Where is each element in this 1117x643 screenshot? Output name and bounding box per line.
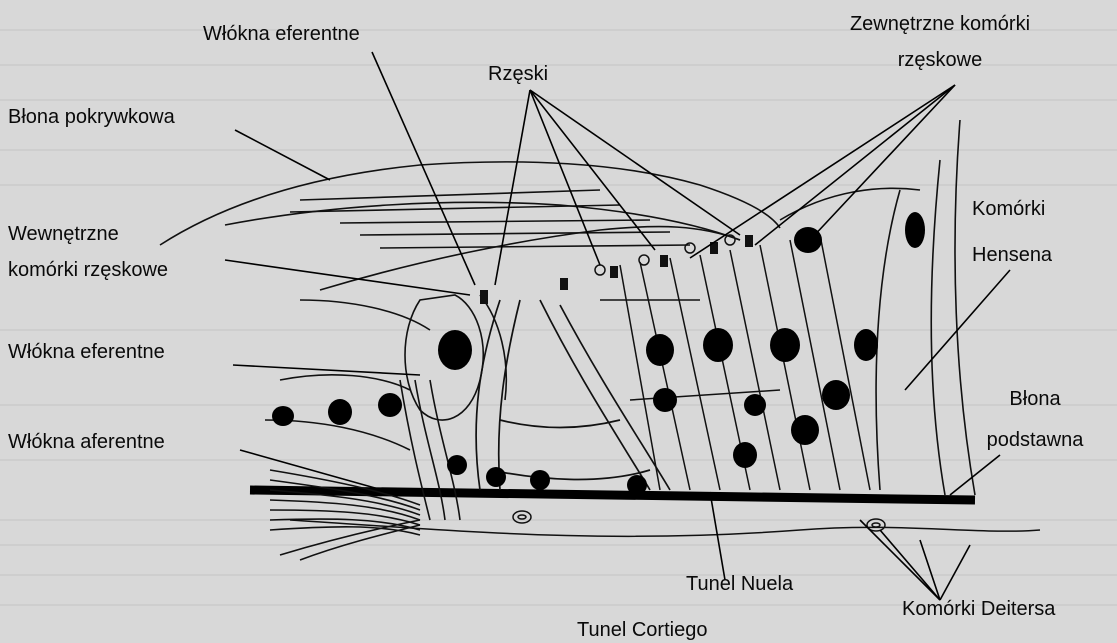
label-rzeski: Rzęski xyxy=(488,62,548,86)
label-zewnetrzne-line2: rzęskowe xyxy=(820,48,1060,72)
lower-membrane-line xyxy=(290,520,1040,536)
afferent-fibres xyxy=(270,380,460,560)
label-tunel-cortiego: Tunel Cortiego xyxy=(577,618,707,642)
label-tunel-nuela: Tunel Nuela xyxy=(686,572,793,596)
label-blona-pokrywkowa: Błona pokrywkowa xyxy=(8,105,175,129)
leader-lines xyxy=(225,52,1010,600)
basilar-membrane xyxy=(250,490,975,500)
label-blona: Błona xyxy=(960,387,1110,411)
cell-nuclei xyxy=(272,212,925,495)
label-wlokna-eferentne-top: Włókna eferentne xyxy=(203,22,360,46)
label-wlokna-aferentne: Włókna aferentne xyxy=(8,430,165,454)
label-komorki: Komórki xyxy=(972,197,1045,221)
label-wlokna-eferentne-mid: Włókna eferentne xyxy=(8,340,165,364)
label-zewnetrzne-line1: Zewnętrzne komórki xyxy=(820,12,1060,36)
label-podstawna: podstawna xyxy=(960,428,1110,452)
label-wewnetrzne-line1: Wewnętrzne xyxy=(8,222,119,246)
label-komorki-deitersa: Komórki Deitersa xyxy=(902,597,1055,621)
label-hensena: Hensena xyxy=(972,243,1052,267)
tectorial-membrane xyxy=(160,162,780,290)
label-wewnetrzne-line2: komórki rzęskowe xyxy=(8,258,168,282)
